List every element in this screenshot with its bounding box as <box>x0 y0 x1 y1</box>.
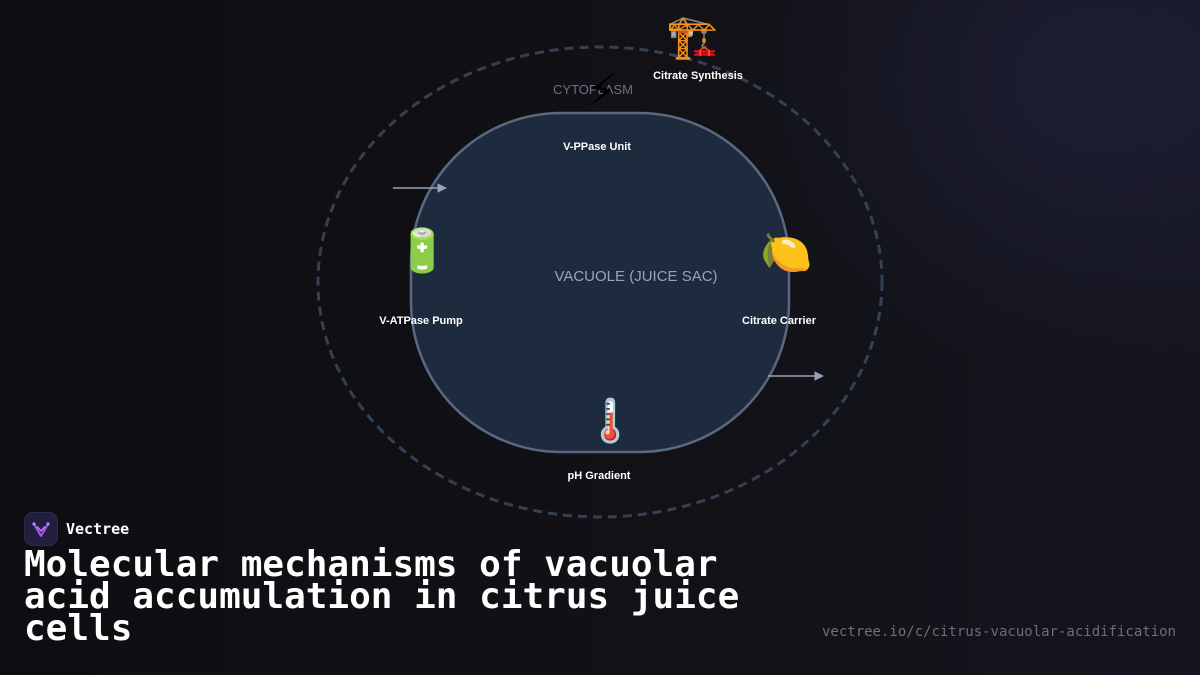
page-title: Molecular mechanisms of vacuolar acid ac… <box>24 544 740 649</box>
node-label-ph-gradient: pH Gradient <box>567 470 631 482</box>
crane-icon: 🏗️ <box>666 12 719 61</box>
brand-name: Vectree <box>66 520 130 538</box>
brand[interactable]: Vectree <box>24 512 129 546</box>
node-label-citrate-carrier: Citrate Carrier <box>742 315 816 327</box>
vacuole-membrane <box>409 111 791 454</box>
battery-icon: 🔋 <box>396 226 449 275</box>
thermometer-icon: 🌡️ <box>584 396 637 445</box>
cytoplasm-boundary <box>316 45 884 519</box>
vacuole-label: VACUOLE (JUICE SAC) <box>554 268 718 285</box>
vectree-logo-icon <box>24 512 58 546</box>
lightning-icon: ⚡ <box>586 66 618 117</box>
node-label-citrate-synthesis: Citrate Synthesis <box>653 70 743 82</box>
node-label-v-atpase-pump: V-ATPase Pump <box>379 315 463 327</box>
cytoplasm-label: CYTOPLASM <box>553 82 633 97</box>
node-label-v-ppase-unit: V-PPase Unit <box>563 141 631 153</box>
source-url[interactable]: vectree.io/c/citrus-vacuolar-acidificati… <box>821 624 1176 640</box>
lemon-icon: 🍋 <box>760 228 813 277</box>
